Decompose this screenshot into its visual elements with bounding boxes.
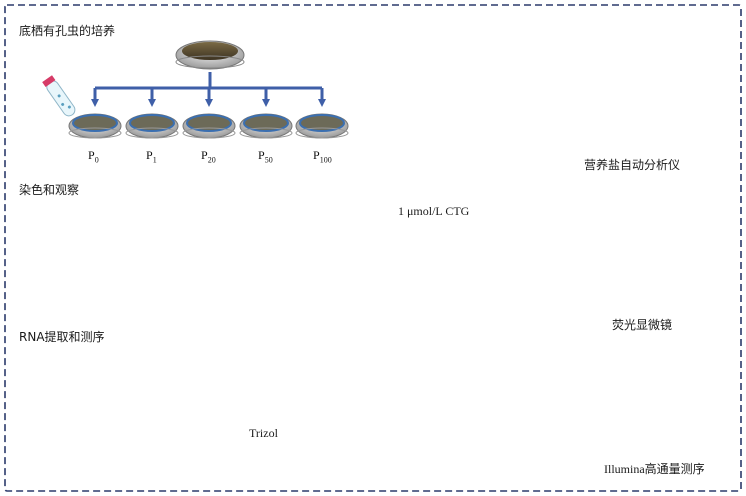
source-dish-icon	[175, 40, 245, 70]
sample-tube-icon	[42, 75, 76, 117]
section-title-staining: 染色和观察	[19, 183, 80, 197]
trizol-label: Trizol	[249, 426, 278, 440]
culture-dish-icon	[239, 113, 293, 139]
culture-dish-icon	[182, 113, 236, 139]
culture-dish-icon	[68, 113, 122, 139]
section-title-rna: RNA提取和测序	[19, 330, 105, 344]
branch-arrows	[91, 72, 326, 107]
passage-label: P100	[313, 148, 332, 165]
sequencer-label: Illumina高通量测序	[604, 462, 705, 476]
passage-label: P50	[258, 148, 273, 165]
fluorescence-microscope-label: 荧光显微镜	[612, 318, 673, 332]
section-title-culture: 底栖有孔虫的培养	[19, 24, 116, 38]
nutrient-analyzer-label: 营养盐自动分析仪	[584, 158, 681, 172]
passage-label: P0	[88, 148, 99, 165]
culture-dish-icon	[125, 113, 179, 139]
passage-label: P1	[146, 148, 157, 165]
outer-frame	[4, 4, 742, 492]
culture-dish-icon	[295, 113, 349, 139]
ctg-label: 1 μmol/L CTG	[398, 204, 470, 218]
passage-label: P20	[201, 148, 216, 165]
